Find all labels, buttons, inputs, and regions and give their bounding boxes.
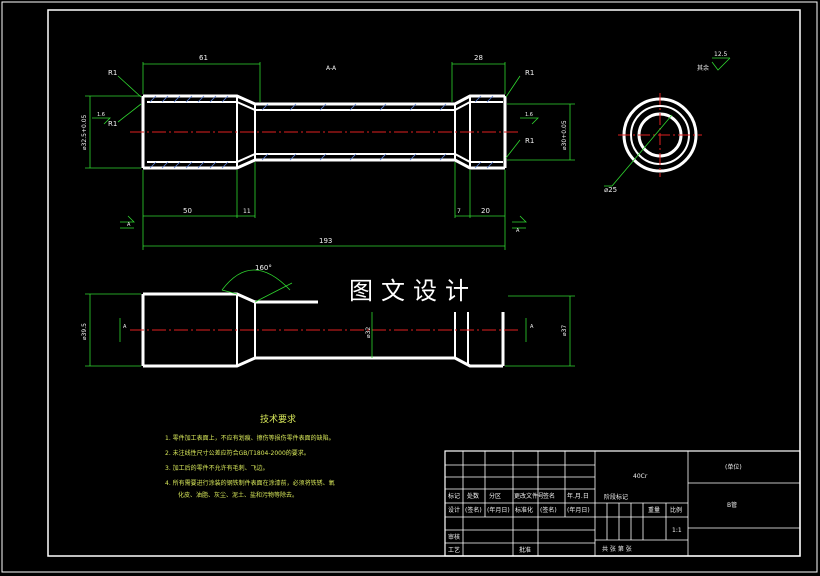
tech-req-item: 3. 加工后的零件不允许有毛刺、飞边。 [165,464,269,472]
tb-row-label: 年.月.日 [567,492,589,500]
bottom-dimension-texts: ⌀39.5 ⌀37 ⌀32 160° A A [81,264,568,340]
right-roughness: 1.6 [525,112,533,118]
section-label: A-A [326,65,337,72]
technical-requirements: 技术要求 1. 零件加工表面上，不应有划痕、擦伤等损伤零件表面的缺陷。 2. 未… [165,413,335,499]
bottom-dimension-lines [85,269,575,367]
tech-req-item: 4. 所有需要进行涂装的钢铁制件表面在涂漆前，必须将铁锈、氧 [165,479,335,487]
tb-row-label: 分区 [489,492,501,500]
tb-scale-value: 1:1 [672,527,682,534]
tb-review: 审核 [448,533,460,541]
dim-left-diameter: ⌀32.5+0.05 [81,114,88,150]
tb-design-cell: 设计 [448,506,460,514]
tb-company: (单位) [725,463,742,471]
tb-design-cell: (年月日) [487,506,510,514]
tb-row-label: 更改文件号 [514,492,544,500]
tech-req-item: 2. 未注线性尺寸公差应符合GB/T1804-2000的要求。 [165,449,310,457]
drawing-frame [47,9,801,557]
tb-row-label: 处数 [467,492,479,500]
tb-scale-label: 比例 [670,506,682,514]
tb-design-cell: 标准化 [515,506,533,514]
tb-row-label: 标记 [448,492,460,500]
tb-part-name: B管 [727,501,737,509]
dim-left-radius-top: R1 [108,69,117,77]
tech-req-item: 化皮、油脂、灰尘、泥土、盐和污物等除去。 [178,491,298,499]
tb-stage-label: 阶段标记 [604,493,628,501]
dim-right-seg: 20 [481,207,490,215]
roughness-note: 其余 12.5 [697,51,731,72]
bottom-left-diameter: ⌀39.5 [81,323,88,340]
dim-right-length: 28 [474,54,483,62]
bottom-right-diameter: ⌀37 [561,325,568,336]
datum-right: A [516,228,520,234]
top-section-view [130,94,520,170]
dim-left-radius-bottom: R1 [108,120,117,128]
tb-approve: 批准 [519,546,531,554]
dim-left-taper: 11 [243,208,251,215]
tech-req-title: 技术要求 [260,413,296,425]
tb-design-cell: (签名) [465,506,482,514]
left-roughness: 1.6 [97,112,105,118]
dim-right-radius-top: R1 [525,69,534,77]
top-dimension-texts: 61 28 A-A 193 50 11 7 20 R1 R1 R1 R1 1.6… [81,54,568,245]
bottom-datum-right: A [530,324,534,330]
tb-design-cell: (签名) [540,506,557,514]
tb-process: 工艺 [448,546,460,554]
bottom-angle: 160° [255,264,272,272]
title-block-texts: 标记 处数 分区 更改文件号 签名 年.月.日 设计 (签名) (年月日) 标准… [448,463,742,554]
dim-right-radius-bottom: R1 [525,137,534,145]
dim-left-seg: 50 [183,207,192,215]
tech-req-item: 1. 零件加工表面上，不应有划痕、擦伤等损伤零件表面的缺陷。 [165,434,335,442]
tb-design-cell: (年月日) [567,506,590,514]
title-block [444,450,801,557]
top-dimension-lines [85,62,575,250]
bottom-datum-left: A [123,324,127,330]
dim-right-diameter: ⌀30+0.05 [561,120,568,150]
side-diameter: ⌀25 [604,186,617,194]
side-view: ⌀25 [604,93,702,194]
bottom-mid-diameter: ⌀32 [365,327,372,338]
tb-weight-label: 重量 [648,506,660,514]
dim-total-length: 193 [319,237,332,245]
roughness-note-label: 其余 [697,64,709,72]
datum-left: A [127,222,131,228]
dim-left-length: 61 [199,54,208,62]
watermark-text: 图文设计 [349,277,477,305]
dim-right-taper: 7 [457,208,461,215]
tb-row-label: 签名 [543,492,555,500]
roughness-note-value: 12.5 [714,51,728,58]
watermark-background [318,268,508,312]
tb-sheet-info: 共 张 第 张 [602,545,632,553]
tb-material: 40Cr [633,473,648,480]
